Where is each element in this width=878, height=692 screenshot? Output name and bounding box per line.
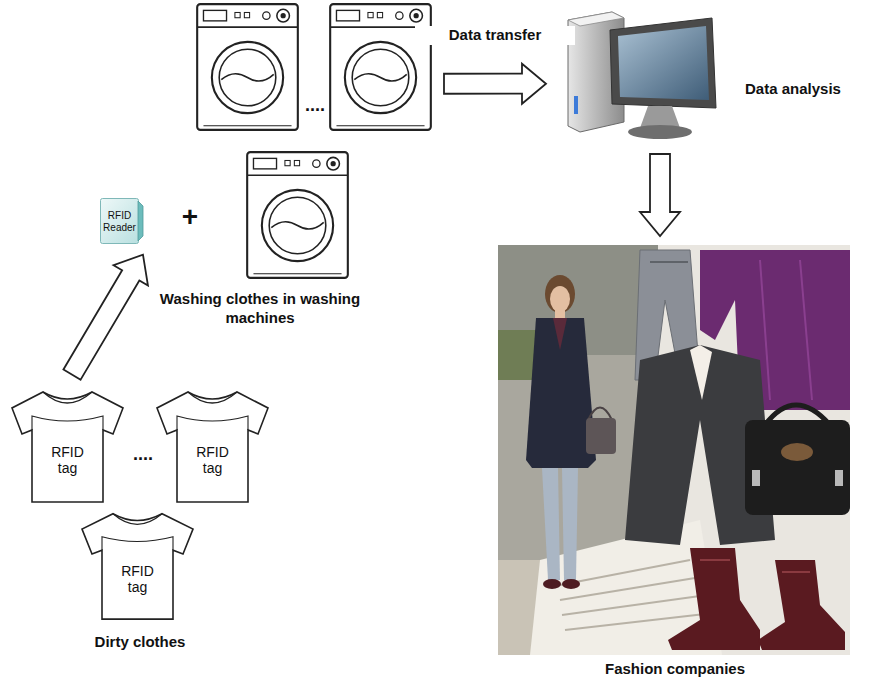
tshirt-body xyxy=(82,514,193,619)
fashion-collage-part xyxy=(745,420,850,515)
computer-illustration xyxy=(568,12,716,139)
node-label: RFID tag xyxy=(51,444,84,476)
computer-node: Data analysis xyxy=(550,0,870,150)
node-heading: Dirty clothes xyxy=(0,633,280,652)
fashion-collage-part xyxy=(700,559,730,561)
fashion-collage-part xyxy=(752,470,760,486)
fashion-collage-part xyxy=(562,468,578,580)
tshirt-shape: RFID tag xyxy=(150,386,275,506)
washing-machine xyxy=(330,4,431,130)
text-holder: Data analysis xyxy=(745,80,865,99)
fashion-collage-part xyxy=(668,548,760,650)
computer-illustration-part xyxy=(574,96,578,114)
node-heading: Washing clothes in washing machines xyxy=(145,290,375,328)
reader-body xyxy=(101,199,139,244)
computer-illustration-part xyxy=(568,12,624,26)
computer-illustration-part xyxy=(618,26,709,100)
fashion-collage-part xyxy=(690,345,712,400)
washing-machine-part xyxy=(197,4,298,130)
computer-illustration-part xyxy=(628,125,692,139)
tshirt-seam xyxy=(32,416,103,430)
fashion-collage-part xyxy=(758,560,845,650)
edge-label: Data transfer xyxy=(415,26,575,45)
text-holder: RFID tag xyxy=(5,444,130,476)
node-heading: Data analysis xyxy=(745,80,865,99)
fashion-collage-part xyxy=(542,468,560,580)
tshirt-body xyxy=(157,392,268,502)
fashion-collage-part xyxy=(498,245,850,655)
node-label: RFID Reader xyxy=(103,210,136,233)
fashion-collage-part xyxy=(562,579,580,589)
washing-machine-part xyxy=(247,152,348,278)
label-holder: + xyxy=(178,203,202,231)
node-heading: Fashion companies xyxy=(490,660,860,679)
plus-sign: + xyxy=(178,203,202,231)
tshirt-seam xyxy=(102,537,173,550)
computer-illustration-part xyxy=(640,106,680,128)
fashion-collage xyxy=(498,245,850,655)
fashion-collage-part xyxy=(560,578,695,600)
washing-machine-part xyxy=(330,4,431,130)
flow-arrow xyxy=(63,255,148,380)
tshirt-collar xyxy=(43,392,92,403)
washing-machine xyxy=(247,152,348,278)
fashion-collage-part xyxy=(565,614,705,630)
label-holder: .... xyxy=(126,445,160,463)
fashion-collage-part xyxy=(526,318,596,468)
node-label: RFID tag xyxy=(196,444,229,476)
washing-group: Washing clothes in washing machines xyxy=(145,0,440,335)
tshirt-shape: RFID tag xyxy=(5,386,130,506)
washing-machine xyxy=(197,4,298,130)
fashion-collage-part xyxy=(562,596,700,615)
text-holder: Dirty clothes xyxy=(0,633,280,652)
fashion-collage-part xyxy=(782,571,810,573)
flow-arrow xyxy=(640,154,680,236)
ellipsis-mark: .... xyxy=(126,445,160,463)
label-holder: .... xyxy=(300,96,330,114)
tshirt-collar xyxy=(188,392,237,403)
fashion-collage-part xyxy=(545,275,575,313)
text-holder: RFID tag xyxy=(150,444,275,476)
tshirt-collar xyxy=(113,514,162,525)
tshirt-shape: RFID tag xyxy=(75,508,200,623)
ellipsis-mark: .... xyxy=(300,96,330,114)
text-holder: Washing clothes in washing machines xyxy=(145,290,375,328)
fashion-collage-part xyxy=(800,260,812,400)
fashion-collage-part xyxy=(586,418,616,454)
text-holder: RFID tag xyxy=(75,563,200,595)
fashion-collage-part xyxy=(543,579,561,589)
text-holder: Fashion companies xyxy=(490,660,860,679)
reader-side xyxy=(138,201,143,241)
tshirt-body xyxy=(12,392,123,502)
fashion-collage-part xyxy=(650,261,688,263)
fashion-collage-part xyxy=(553,318,567,350)
node-label: RFID tag xyxy=(121,563,154,595)
clothes-group: RFID tagRFID tagRFID tagDirty clothes xyxy=(0,378,280,670)
edge-label-holder: Data transfer xyxy=(415,26,575,45)
fashion-node: Fashion companies xyxy=(490,240,860,690)
flow-arrow xyxy=(444,64,546,104)
computer-illustration-part xyxy=(610,18,716,108)
fashion-collage-part xyxy=(781,443,813,461)
fashion-collage-part xyxy=(835,470,843,486)
tshirt-seam xyxy=(177,416,248,430)
rfid-reader: RFID Reader xyxy=(100,198,144,244)
text-holder: RFID Reader xyxy=(100,210,139,233)
